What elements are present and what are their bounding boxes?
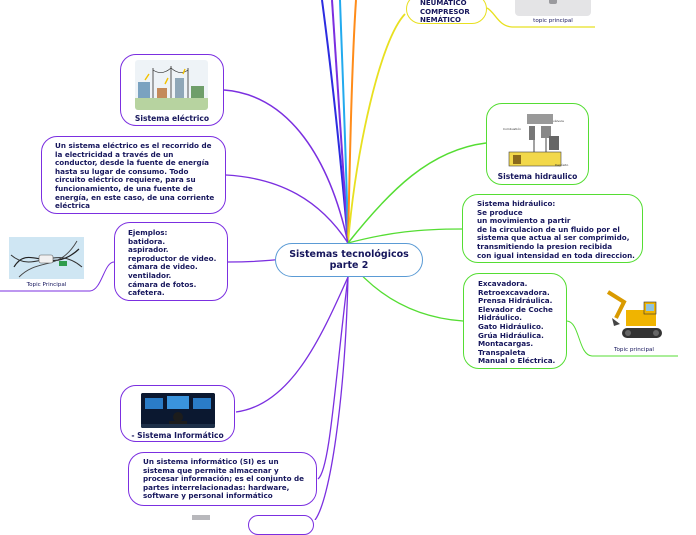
electrico-description: Un sistema eléctrico es el recorrido de …	[55, 141, 215, 211]
connector-top-orange	[347, 0, 357, 244]
neumatico-text: NEUMÁTICO COMPRESOR NEMÁTICO	[420, 0, 470, 24]
connector-lines	[0, 0, 678, 520]
excavator-image-caption: Topic principal	[614, 347, 654, 353]
hydraulic-diagram-image: Combustión válvula Depósito	[501, 108, 576, 171]
hidraulico-description: Sistema hidráulico: Se produce un movimi…	[477, 199, 635, 260]
informatico-description: Un sistema informático (SI) es un sistem…	[143, 457, 305, 501]
connector-electrico	[223, 89, 349, 244]
connector-top-purple	[331, 0, 349, 244]
ejemplos-list: Ejemplos: batidora. аspirador. reproduct…	[128, 228, 217, 298]
ejemplos-node[interactable]: Ejemplos: batidora. аspirador. reproduct…	[114, 222, 228, 301]
informatico-description-node[interactable]: Un sistema informático (SI) es un sistem…	[128, 452, 317, 506]
svg-text:válvula: válvula	[553, 119, 564, 123]
connector-hidraulico	[347, 142, 487, 244]
svg-text:Depósito: Depósito	[555, 163, 568, 167]
hidraulico-caption: Sistema hidraulico	[497, 172, 578, 181]
connector-informatico-desc	[317, 276, 349, 480]
central-title-line2: parte 2	[329, 259, 369, 271]
cables-image-caption: Topic Principal	[26, 282, 67, 288]
connector-examples-image	[566, 320, 678, 357]
connector-bottom	[314, 276, 349, 520]
computer-operator-image	[141, 393, 215, 428]
excavator-image	[602, 288, 666, 346]
hidraulico-examples-list: Excavadora. Retroexcavadora. Prensa Hidr…	[478, 279, 556, 366]
electrico-caption: Sistema eléctrico	[134, 114, 210, 123]
hidraulico-description-node[interactable]: Sistema hidráulico: Se produce un movimi…	[462, 194, 643, 263]
electric-grid-image	[135, 60, 208, 110]
hidraulico-node[interactable]: Combustión válvula Depósito Sistema hidr…	[486, 103, 589, 185]
top-image-caption: topic principal	[533, 18, 573, 24]
connector-informatico	[235, 276, 349, 413]
bottom-partial-image	[190, 514, 212, 520]
connector-hidraulico-desc	[347, 228, 463, 244]
connector-top-yellow	[347, 13, 406, 244]
electrico-node[interactable]: Sistema eléctrico	[120, 54, 224, 126]
connector-electrico-desc	[225, 174, 349, 244]
neumatico-node[interactable]: NEUMÁTICO COMPRESOR NEMÁTICO	[406, 0, 487, 24]
connector-topnode-out	[486, 7, 595, 28]
svg-text:Combustión: Combustión	[503, 127, 521, 131]
connector-top-cyan	[339, 0, 349, 244]
hidraulico-examples-node[interactable]: Excavadora. Retroexcavadora. Prensa Hidr…	[463, 273, 567, 369]
central-topic[interactable]: Sistemas tecnológicos parte 2	[275, 243, 423, 277]
informatico-node[interactable]: - Sistema Informático	[120, 385, 235, 442]
connector-ejemplos-image	[0, 261, 115, 292]
cables-image	[9, 237, 84, 279]
electrico-description-node[interactable]: Un sistema eléctrico es el recorrido de …	[41, 136, 226, 214]
bottom-partial-node[interactable]	[248, 515, 314, 535]
top-image	[515, 0, 591, 16]
informatico-caption: - Sistema Informático	[131, 431, 224, 440]
central-title-line1: Sistemas tecnológicos	[289, 249, 409, 260]
